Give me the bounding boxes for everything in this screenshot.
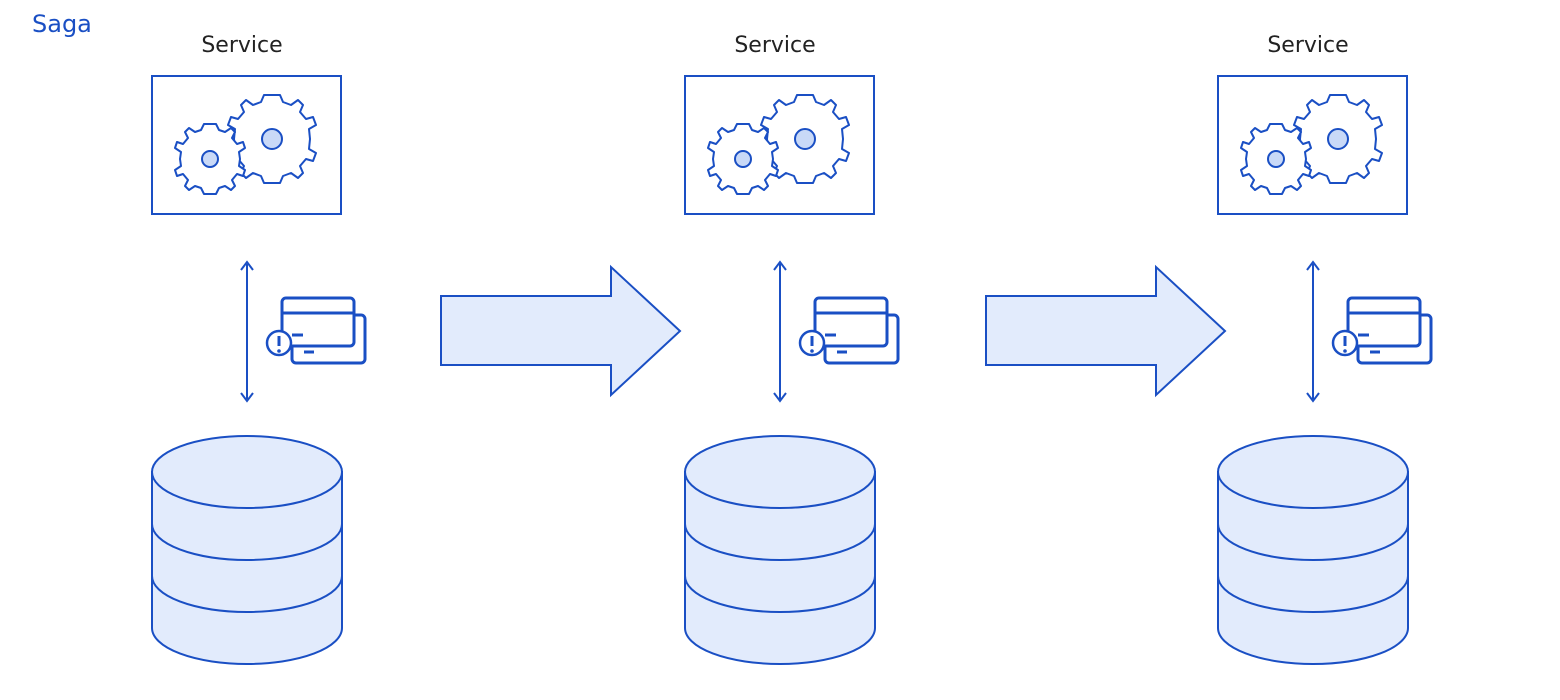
card-front [1346, 296, 1422, 348]
payment-card-warning-icon [265, 296, 367, 365]
database-icon [151, 435, 343, 665]
database-divider [151, 575, 343, 613]
arrow-head-up [240, 260, 254, 271]
database-divider [684, 523, 876, 561]
service-column: Service [151, 33, 367, 665]
flow-arrow-icon [440, 264, 682, 398]
gear-small-icon [1240, 123, 1312, 195]
database-divider [1217, 575, 1409, 613]
arrow-head-down [240, 392, 254, 403]
database-body [684, 471, 876, 665]
card-front [813, 296, 889, 348]
service-label: Service [734, 33, 815, 58]
service-column: Service [1217, 33, 1433, 665]
arrow-head-down [1306, 392, 1320, 403]
arrow-head-up [773, 260, 787, 271]
flow-arrow-icon [985, 264, 1227, 398]
database-top [151, 435, 343, 509]
gear-small-icon [174, 123, 246, 195]
bidirectional-arrow-icon [240, 260, 254, 403]
payment-card-warning-icon [1331, 296, 1433, 365]
database-divider [684, 575, 876, 613]
payment-card-warning-icon [798, 296, 900, 365]
card-front [280, 296, 356, 348]
database-top [684, 435, 876, 509]
service-column: Service [684, 33, 900, 665]
bidirectional-arrow-icon [1306, 260, 1320, 403]
diagram-title: Saga [32, 10, 92, 38]
arrow-head-down [773, 392, 787, 403]
database-icon [684, 435, 876, 665]
arrow-head-up [1306, 260, 1320, 271]
database-icon [1217, 435, 1409, 665]
database-top [1217, 435, 1409, 509]
service-label: Service [201, 33, 282, 58]
service-label: Service [1267, 33, 1348, 58]
warning-dot [810, 349, 814, 353]
warning-dot [277, 349, 281, 353]
gear-small-icon [707, 123, 779, 195]
database-body [1217, 471, 1409, 665]
database-divider [151, 523, 343, 561]
bidirectional-arrow-icon [773, 260, 787, 403]
database-body [151, 471, 343, 665]
warning-dot [1343, 349, 1347, 353]
database-divider [1217, 523, 1409, 561]
